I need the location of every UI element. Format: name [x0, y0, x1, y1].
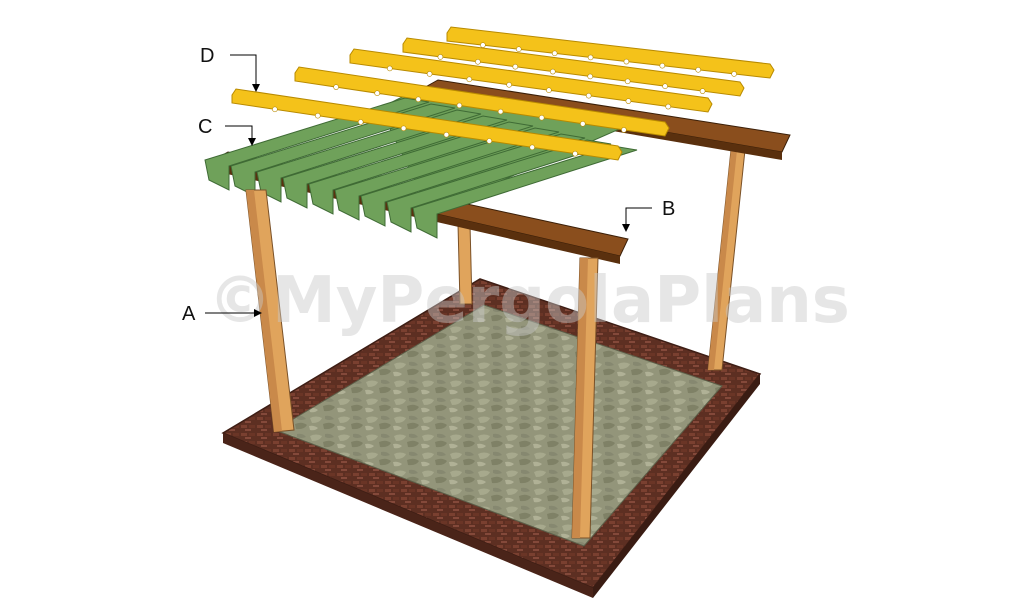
slat-notch: [546, 87, 552, 93]
slat-notch: [529, 144, 536, 151]
slat: [294, 66, 670, 137]
slat-notch: [357, 119, 364, 125]
slat-notch: [314, 112, 321, 119]
front-right-post: [571, 257, 599, 539]
slat-notch: [551, 50, 558, 57]
slat: [231, 88, 623, 161]
slat-notch: [400, 125, 407, 132]
callout-a: A: [182, 303, 262, 325]
slat-notch: [659, 62, 666, 69]
slat-notch: [386, 65, 393, 72]
callout-b-arrow: [622, 224, 630, 232]
slat-notch: [272, 106, 278, 113]
callout-b-label: B: [662, 198, 675, 220]
slat-notch: [587, 54, 594, 61]
slat-notch: [624, 78, 631, 85]
slat-notch: [506, 82, 512, 88]
callout-c-arrow: [248, 138, 256, 146]
stone-paving: [273, 304, 723, 547]
slat-notch: [466, 76, 473, 83]
slat: [349, 48, 713, 113]
slat-notch: [512, 63, 519, 70]
slat-notch: [665, 103, 672, 110]
slat-notch: [579, 121, 586, 127]
slat-notch: [456, 102, 463, 109]
watermark-text: ©MyPergolaPlans: [208, 264, 850, 338]
post-a: [245, 189, 295, 433]
slat-notch: [538, 114, 545, 121]
slat-notch: [486, 138, 493, 144]
slat-notch: [625, 98, 632, 104]
slat-notch: [333, 84, 339, 90]
rafter: [204, 97, 430, 191]
slats-d: [231, 26, 775, 161]
slat-notch: [695, 67, 702, 73]
slat-notch: [699, 88, 706, 94]
slat-notch: [621, 127, 627, 133]
slat-notch: [497, 108, 504, 115]
slat-notch: [662, 83, 668, 89]
slat-notch: [623, 58, 630, 65]
slat-notch: [426, 71, 433, 77]
rafter: [230, 103, 456, 197]
slat-notch: [475, 58, 481, 65]
slat-notch: [587, 73, 594, 80]
callout-a-label: A: [182, 303, 196, 325]
slat-notch: [585, 92, 592, 99]
base-edge-right: [593, 374, 760, 598]
base-edge-left: [223, 433, 593, 598]
callout-c-label: C: [198, 116, 212, 138]
slat-notch: [480, 42, 486, 48]
slat-notch: [374, 90, 381, 96]
slat: [446, 26, 775, 79]
rafter: [282, 115, 508, 209]
callout-d-label: D: [200, 45, 214, 67]
slat-notch: [731, 71, 737, 77]
slat-notch: [572, 150, 578, 157]
callout-c: C: [198, 116, 256, 146]
slat: [402, 37, 745, 97]
callout-d: D: [200, 45, 260, 92]
callout-b: B: [622, 198, 675, 232]
slat-notch: [549, 68, 556, 75]
slat-notch: [515, 46, 522, 53]
slat-notch: [437, 54, 444, 60]
slat-notch: [415, 96, 422, 103]
slat-notch: [443, 131, 450, 138]
callout-d-arrow: [252, 84, 260, 92]
callout-a-arrow: [254, 309, 262, 317]
